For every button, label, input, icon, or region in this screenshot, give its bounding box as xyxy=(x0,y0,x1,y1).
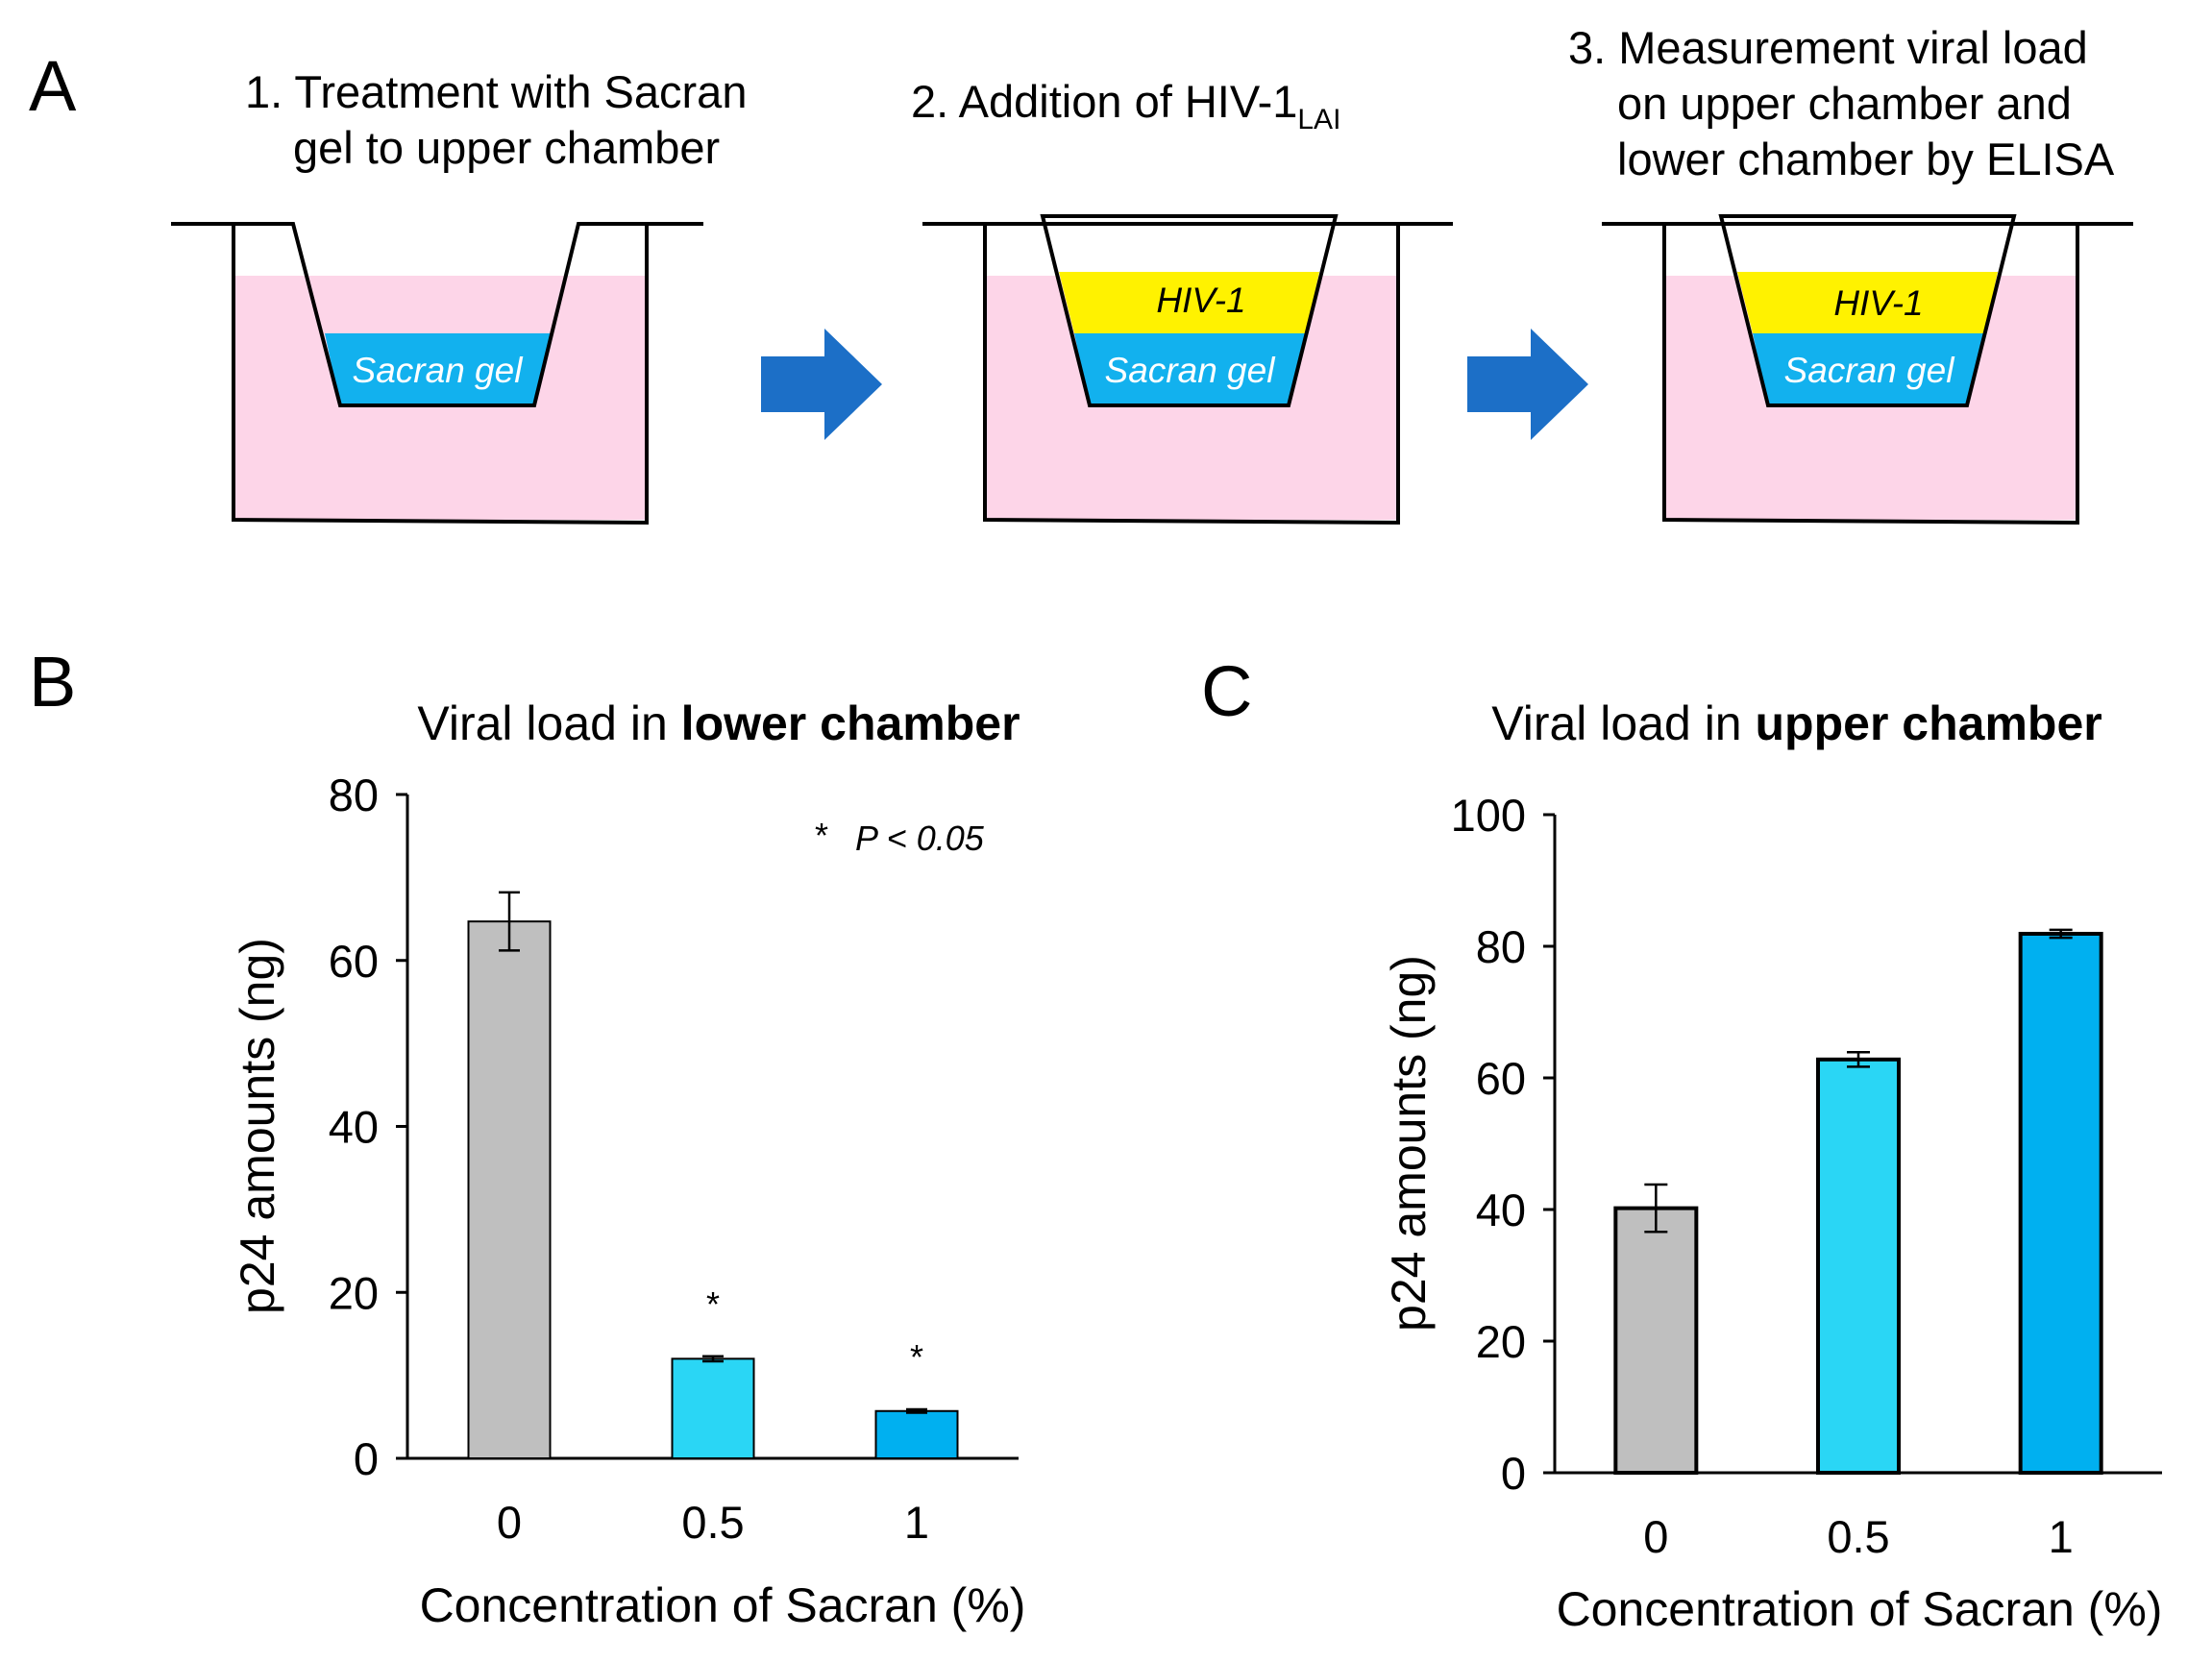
chart-title: Viral load in lower chamber xyxy=(417,697,1020,750)
step-3-label-line-1: 3. Measurement viral load xyxy=(1568,22,2088,73)
bar xyxy=(874,1409,959,1459)
significance-star: * xyxy=(706,1284,720,1324)
y-axis-label: p24 amounts (ng) xyxy=(231,938,284,1314)
panel-letter-c: C xyxy=(1201,651,1252,731)
significance-note-star: * xyxy=(815,816,828,855)
upper-chamber-insert xyxy=(1040,214,1339,407)
step-2-label-text: 2. Addition of HIV-1 xyxy=(911,76,1297,127)
panel-letter-a: A xyxy=(29,46,77,126)
x-axis-label: Concentration of Sacran (%) xyxy=(1557,1582,2163,1636)
hiv-1-label: HIV-1 xyxy=(1156,281,1245,320)
sacran-gel-label: Sacran gel xyxy=(1105,351,1277,390)
upper-chamber-insert xyxy=(1718,214,2017,407)
y-tick-label: 0 xyxy=(354,1433,379,1484)
chart-title-prefix: Viral load in xyxy=(1491,697,1755,750)
step-3: 3. Measurement viral load on upper chamb… xyxy=(1568,22,2133,525)
step-2: 2. Addition of HIV-1LAI HIV-1 Sacran gel xyxy=(911,76,1453,525)
bar xyxy=(1613,1206,1699,1475)
hiv-1-label: HIV-1 xyxy=(1833,283,1923,323)
y-tick-label: 40 xyxy=(1476,1185,1526,1235)
sacran-gel-layer xyxy=(1753,333,1984,405)
step-1-label-line-2: gel to upper chamber xyxy=(293,122,720,173)
sacran-gel-label: Sacran gel xyxy=(1784,351,1956,390)
y-tick-label: 0 xyxy=(1501,1448,1526,1499)
sacran-gel-layer xyxy=(1074,333,1306,405)
sacran-gel-layer xyxy=(325,333,552,405)
step-2-label-subscript: LAI xyxy=(1297,104,1340,135)
panel-a: A 1. Treatment with Sacran gel to upper … xyxy=(29,22,2133,525)
hiv-1-layer xyxy=(1059,272,1319,333)
y-tick-label: 100 xyxy=(1451,790,1526,841)
chart-title-prefix: Viral load in xyxy=(417,697,680,750)
lower-chamber-well xyxy=(232,225,649,525)
chart-title-bold: upper chamber xyxy=(1756,697,2102,750)
arrow-icon xyxy=(1467,329,1588,440)
significance-star: * xyxy=(910,1337,923,1377)
y-tick-label: 80 xyxy=(1476,921,1526,972)
panel-letter-b: B xyxy=(29,642,76,721)
bar xyxy=(1816,1057,1901,1475)
step-2-label: 2. Addition of HIV-1LAI xyxy=(911,76,1340,135)
step-3-label-line-2: on upper chamber and xyxy=(1617,78,2072,129)
x-tick-label: 0.5 xyxy=(1827,1511,1889,1562)
hiv-1-layer xyxy=(1737,272,1998,333)
arrow-icon xyxy=(761,329,882,440)
sacran-gel-label: Sacran gel xyxy=(353,351,525,390)
x-axis-label: Concentration of Sacran (%) xyxy=(420,1578,1026,1632)
bar xyxy=(671,1357,755,1459)
panel-c: C Viral load in upper chamber 0 20 40 60 80 1… xyxy=(1201,651,2162,1636)
y-tick-label: 60 xyxy=(329,936,379,987)
x-tick-label: 0.5 xyxy=(681,1497,744,1548)
chart-title-bold: lower chamber xyxy=(681,697,1020,750)
chart-title: Viral load in upper chamber xyxy=(1491,697,2101,750)
panel-b: B Viral load in lower chamber * P < 0.05… xyxy=(29,642,1025,1632)
x-tick-label: 1 xyxy=(2049,1511,2074,1562)
step-1-label-line-1: 1. Treatment with Sacran xyxy=(245,66,747,117)
upper-chamber-insert xyxy=(171,222,703,407)
x-tick-label: 1 xyxy=(904,1497,929,1548)
x-tick-label: 0 xyxy=(1643,1511,1668,1562)
step-3-label-line-3: lower chamber by ELISA xyxy=(1617,134,2115,184)
y-tick-label: 20 xyxy=(1476,1316,1526,1367)
bar xyxy=(467,920,552,1459)
significance-note: P < 0.05 xyxy=(855,819,985,858)
y-tick-label: 40 xyxy=(329,1102,379,1153)
chart-lower-chamber: 0 20 40 60 80 0 0.5 * 1 * Concentration of Sacran … xyxy=(231,770,1025,1632)
y-tick-label: 60 xyxy=(1476,1053,1526,1104)
y-axis-label: p24 amounts (ng) xyxy=(1382,955,1436,1332)
y-tick-label: 80 xyxy=(329,770,379,820)
step-1: 1. Treatment with Sacran gel to upper ch… xyxy=(171,66,747,525)
y-tick-label: 20 xyxy=(329,1267,379,1318)
bar xyxy=(2018,931,2103,1475)
lower-chamber-well xyxy=(983,225,1400,525)
lower-chamber-well xyxy=(1662,225,2079,525)
x-tick-label: 0 xyxy=(497,1497,522,1548)
